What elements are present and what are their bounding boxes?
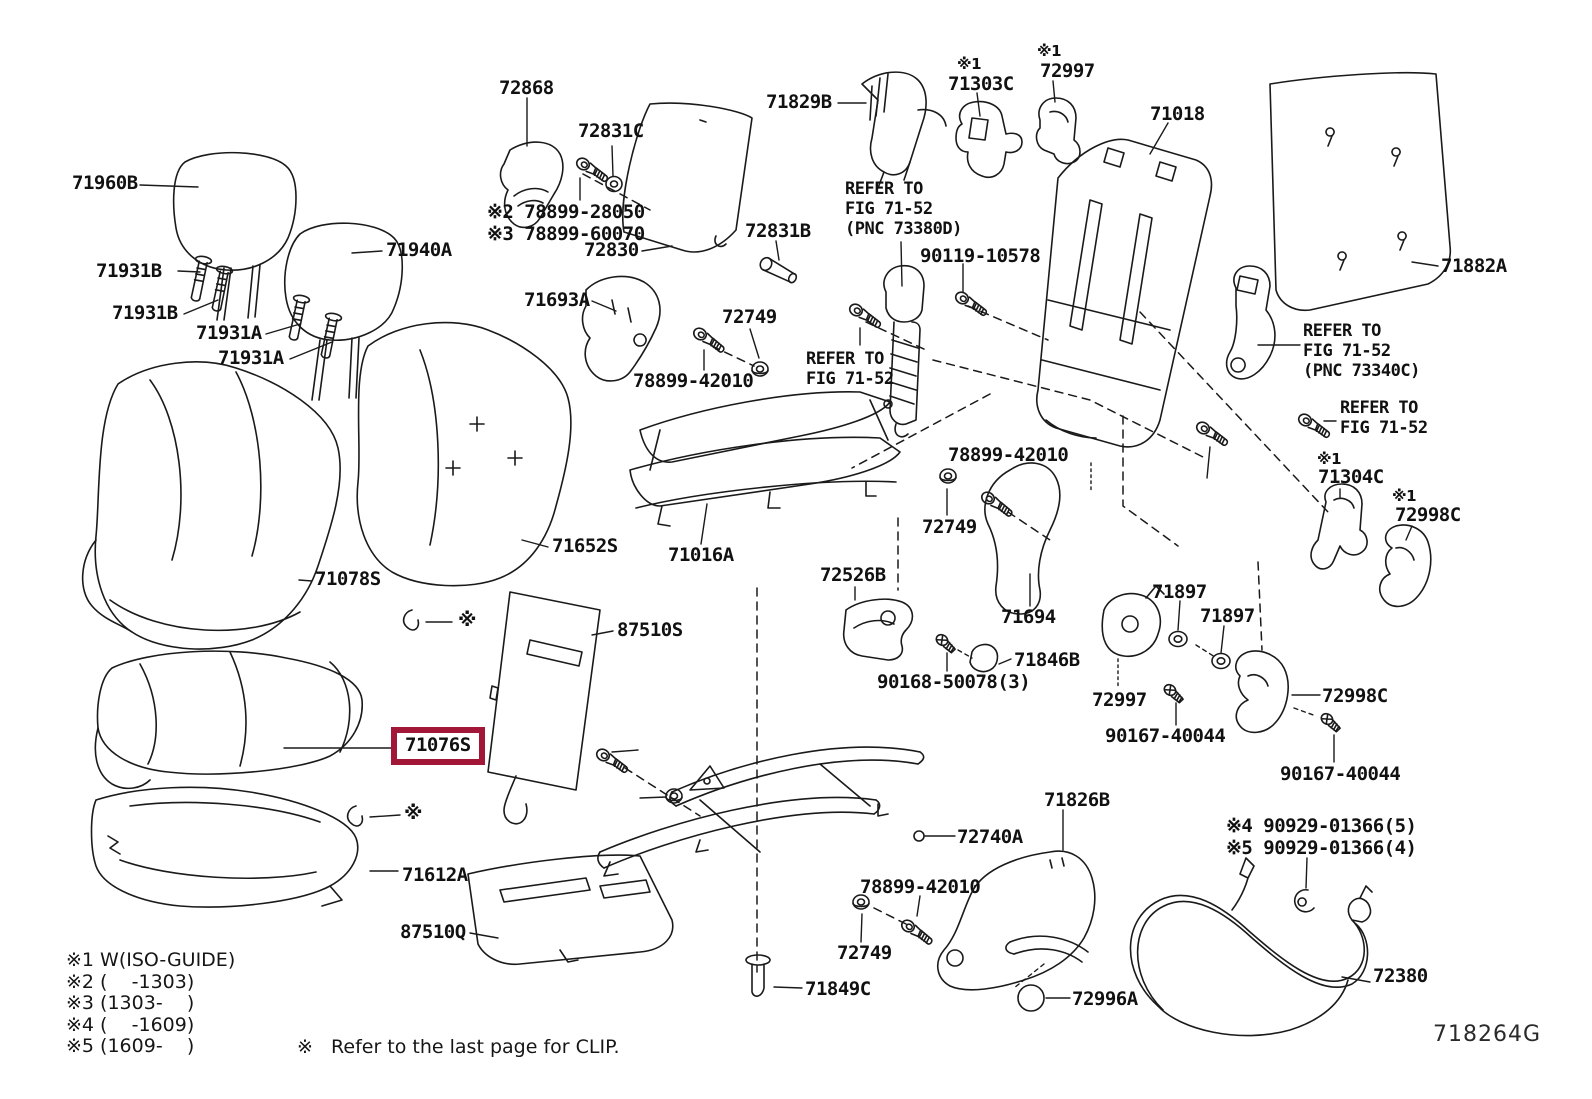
legend-block: ※1 W(ISO-GUIDE)※2 ( -1303)※3 (1303- )※4 … — [66, 949, 236, 1058]
part-label-4-90929-01366-5: ※4 90929-01366(5) — [1226, 815, 1417, 837]
part-label-72526b: 72526B — [820, 564, 886, 586]
part-label-87510q: 87510Q — [400, 921, 466, 943]
part-label-72998c: 72998C — [1395, 504, 1461, 526]
part-label--2: ※ — [404, 802, 422, 824]
part-label-1-3: ※1 — [1317, 450, 1342, 468]
part-label-78899-42010-3: 78899-42010 — [860, 876, 981, 898]
part-label-71652s: 71652S — [552, 535, 618, 557]
part-label-90167-40044: 90167-40044 — [1105, 725, 1226, 747]
legend-item-5: ※5 (1609- ) — [66, 1035, 195, 1058]
part-label-71897-2: 71897 — [1200, 605, 1255, 627]
part-label-71076s: 71076S — [391, 727, 485, 765]
part-label-1: ※1 — [957, 55, 982, 73]
part-label-5-90929-01366-4: ※5 90929-01366(4) — [1226, 837, 1417, 859]
part-label-2-78899-28050: ※2 78899-28050 — [487, 201, 645, 223]
part-label-71897: 71897 — [1152, 581, 1207, 603]
part-label-71612a: 71612A — [402, 864, 468, 886]
part-label-72998c-2: 72998C — [1322, 685, 1388, 707]
part-label-72380: 72380 — [1373, 965, 1428, 987]
legend-item-4: ※4 ( -1609) — [66, 1013, 195, 1036]
part-label-71826b: 71826B — [1044, 789, 1110, 811]
part-label-71829b: 71829B — [766, 91, 832, 113]
part-label-71693a: 71693A — [524, 289, 590, 311]
part-label-: ※ — [458, 609, 476, 631]
part-label-71931b-2: 71931B — [112, 302, 178, 324]
part-label-72749-3: 72749 — [837, 942, 892, 964]
part-label-71931a-2: 71931A — [218, 347, 284, 369]
part-label-71304c: 71304C — [1318, 466, 1384, 488]
part-label-71078s: 71078S — [315, 568, 381, 590]
footer-code: 718264G — [1433, 1022, 1542, 1047]
part-label-3-78899-60070: ※3 78899-60070 — [487, 223, 645, 245]
part-label-71018: 71018 — [1150, 103, 1205, 125]
part-label-72868: 72868 — [499, 77, 554, 99]
legend-item-1: ※1 W(ISO-GUIDE) — [66, 949, 236, 971]
part-label-78899-42010: 78899-42010 — [633, 370, 754, 392]
part-label-78899-42010-2: 78899-42010 — [948, 444, 1069, 466]
part-label-72749-2: 72749 — [922, 516, 977, 538]
part-label-72740a: 72740A — [957, 826, 1023, 848]
part-label-87510s: 87510S — [617, 619, 683, 641]
legend-item-2: ※2 ( -1303) — [66, 970, 195, 993]
part-label-90167-40044-2: 90167-40044 — [1280, 763, 1401, 785]
part-label-72831b: 72831B — [745, 220, 811, 242]
part-label-72830: 72830 — [584, 239, 639, 261]
part-label-71882a: 71882A — [1441, 255, 1507, 277]
part-label-72831c: 72831C — [578, 120, 644, 142]
part-label-refer-to-fig-71-52-pnc-73340c: REFER TO FIG 71-52 (PNC 73340C) — [1303, 321, 1420, 381]
part-label-72749: 72749 — [722, 306, 777, 328]
part-label-71694: 71694 — [1001, 606, 1056, 628]
part-label-refer-to-fig-71-52-2: REFER TO FIG 71-52 — [1340, 398, 1428, 438]
part-label-71931b: 71931B — [96, 260, 162, 282]
legend-item-3: ※3 (1303- ) — [66, 992, 195, 1015]
part-label-72997-2: 72997 — [1092, 689, 1147, 711]
part-label-refer-to-fig-71-52-pnc-73380d: REFER TO FIG 71-52 (PNC 73380D) — [845, 179, 962, 239]
part-label-72996a: 72996A — [1072, 988, 1138, 1010]
clip-note: ※ Refer to the last page for CLIP. — [297, 1036, 620, 1058]
part-label-71940a: 71940A — [386, 239, 452, 261]
part-label-71303c: 71303C — [948, 73, 1014, 95]
part-label-71016a: 71016A — [668, 544, 734, 566]
part-label-refer-to-fig-71-52: REFER TO FIG 71-52 — [806, 349, 894, 389]
part-label-1-2: ※1 — [1037, 42, 1062, 60]
part-label-72997: 72997 — [1040, 60, 1095, 82]
part-label-90119-10578: 90119-10578 — [920, 245, 1041, 267]
part-label-71931a: 71931A — [196, 322, 262, 344]
part-label-71849c: 71849C — [805, 978, 871, 1000]
part-label-1-4: ※1 — [1392, 487, 1417, 505]
part-label-71846b: 71846B — [1014, 649, 1080, 671]
part-label-71960b: 71960B — [72, 172, 138, 194]
part-label-90168-50078-3: 90168-50078(3) — [877, 671, 1031, 693]
